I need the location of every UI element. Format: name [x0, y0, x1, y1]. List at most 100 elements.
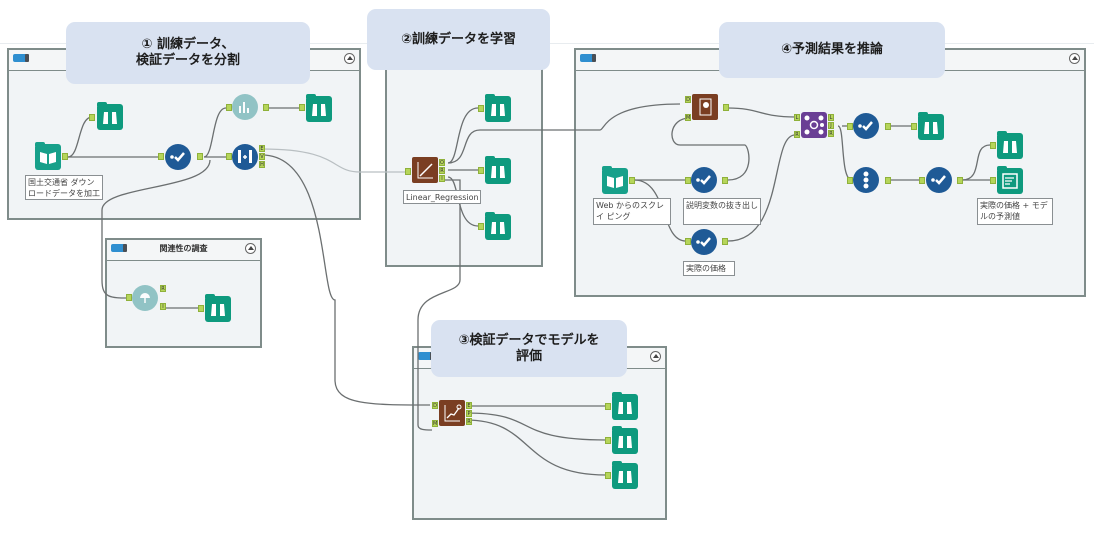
- input-anchor[interactable]: [478, 223, 484, 230]
- collapse-icon[interactable]: [245, 243, 256, 254]
- anchor-i[interactable]: I: [439, 175, 445, 182]
- output-anchor[interactable]: [197, 153, 203, 160]
- model-comparison-tool[interactable]: [439, 400, 465, 426]
- input-anchor[interactable]: [847, 177, 853, 184]
- join-tool[interactable]: [801, 112, 827, 138]
- create-samples-tool[interactable]: [232, 144, 258, 170]
- anchor-l[interactable]: L: [794, 114, 800, 121]
- select-tool[interactable]: [926, 167, 952, 193]
- anchor-r[interactable]: R: [828, 130, 834, 137]
- browse-tool[interactable]: [485, 94, 511, 122]
- output-anchor[interactable]: [723, 104, 729, 111]
- wire[interactable]: [961, 144, 991, 181]
- browse-tool[interactable]: [485, 212, 511, 240]
- browse-tool[interactable]: [97, 102, 123, 130]
- select-tool[interactable]: [691, 229, 717, 255]
- output-anchor[interactable]: [957, 177, 963, 184]
- browse-tool[interactable]: [612, 461, 638, 489]
- collapse-icon[interactable]: [344, 53, 355, 64]
- annotation-train[interactable]: ②訓練データを学習: [367, 9, 550, 70]
- browse-tool[interactable]: [612, 426, 638, 454]
- anchor-e[interactable]: E: [259, 145, 265, 152]
- output-anchor[interactable]: [62, 153, 68, 160]
- anchor-i[interactable]: I: [160, 303, 166, 310]
- anchor-d[interactable]: D: [685, 96, 691, 103]
- select-tool[interactable]: [165, 144, 191, 170]
- input-anchor[interactable]: [911, 123, 917, 130]
- record-id-tool[interactable]: [853, 167, 879, 193]
- input-data-tool[interactable]: [602, 166, 628, 194]
- browse-tool[interactable]: [612, 392, 638, 420]
- input-anchor[interactable]: [919, 177, 925, 184]
- input-anchor[interactable]: [478, 105, 484, 112]
- input-anchor[interactable]: [605, 437, 611, 444]
- annotation-predict[interactable]: ④予測結果を推論: [719, 22, 945, 78]
- wire[interactable]: [417, 179, 461, 431]
- input-anchor[interactable]: [847, 123, 853, 130]
- anchor-p[interactable]: P: [466, 410, 472, 417]
- container-toggle[interactable]: [13, 54, 29, 62]
- input-anchor[interactable]: [226, 104, 232, 111]
- output-anchor[interactable]: [263, 104, 269, 111]
- wire[interactable]: [671, 117, 750, 181]
- browse-tool[interactable]: [306, 94, 332, 122]
- wire[interactable]: [837, 125, 853, 181]
- output-anchor[interactable]: [722, 238, 728, 245]
- input-anchor[interactable]: [605, 472, 611, 479]
- anchor-j[interactable]: J: [828, 122, 834, 129]
- wire[interactable]: [261, 148, 410, 173]
- wire[interactable]: [67, 116, 93, 158]
- browse-tool[interactable]: [918, 112, 944, 140]
- anchor-h[interactable]: H: [259, 161, 265, 168]
- container-toggle[interactable]: [580, 54, 596, 62]
- anchor-r[interactable]: R: [439, 167, 445, 174]
- anchor-r[interactable]: R: [794, 131, 800, 138]
- anchor-v[interactable]: V: [259, 153, 265, 160]
- collapse-icon[interactable]: [1069, 53, 1080, 64]
- anchor-l[interactable]: L: [828, 114, 834, 121]
- output-anchor[interactable]: [885, 123, 891, 130]
- wire[interactable]: [447, 107, 479, 164]
- anchor-d[interactable]: D: [432, 402, 438, 409]
- wire[interactable]: [203, 107, 227, 158]
- collapse-icon[interactable]: [650, 351, 661, 362]
- browse-tool[interactable]: [205, 294, 231, 322]
- input-anchor[interactable]: [605, 403, 611, 410]
- output-anchor[interactable]: [722, 177, 728, 184]
- input-anchor[interactable]: [478, 167, 484, 174]
- annotation-evaluate[interactable]: ③検証データでモデルを 評価: [431, 320, 627, 377]
- linear-regression-tool[interactable]: [412, 157, 438, 183]
- container-toggle[interactable]: [111, 244, 127, 252]
- input-anchor[interactable]: [990, 142, 996, 149]
- output-anchor[interactable]: [885, 177, 891, 184]
- input-anchor[interactable]: [685, 238, 691, 245]
- anchor-m[interactable]: M: [685, 114, 691, 121]
- output-data-tool[interactable]: [997, 166, 1023, 194]
- wire[interactable]: [465, 419, 607, 476]
- select-tool[interactable]: [853, 113, 879, 139]
- select-tool[interactable]: [691, 167, 717, 193]
- wire[interactable]: [261, 154, 431, 406]
- browse-tool[interactable]: [485, 156, 511, 184]
- browse-tool[interactable]: [997, 131, 1023, 159]
- anchor-m[interactable]: M: [432, 420, 438, 427]
- container-correlation[interactable]: 関連性の調査: [105, 238, 262, 348]
- anchor-e[interactable]: E: [466, 402, 472, 409]
- input-anchor[interactable]: [158, 153, 164, 160]
- input-anchor[interactable]: [126, 294, 132, 301]
- input-anchor[interactable]: [990, 177, 996, 184]
- wire[interactable]: [465, 412, 607, 441]
- anchor-r[interactable]: R: [160, 285, 166, 292]
- output-anchor[interactable]: [629, 177, 635, 184]
- score-tool[interactable]: [692, 94, 718, 120]
- input-anchor[interactable]: [226, 153, 232, 160]
- data-investigation-tool[interactable]: [232, 94, 258, 120]
- wire[interactable]: [101, 159, 211, 299]
- wire[interactable]: [727, 134, 796, 242]
- association-analysis-tool[interactable]: [132, 285, 158, 311]
- input-anchor[interactable]: [89, 114, 95, 121]
- input-anchor[interactable]: [405, 168, 411, 175]
- wire[interactable]: [727, 107, 796, 118]
- wire[interactable]: [447, 103, 681, 164]
